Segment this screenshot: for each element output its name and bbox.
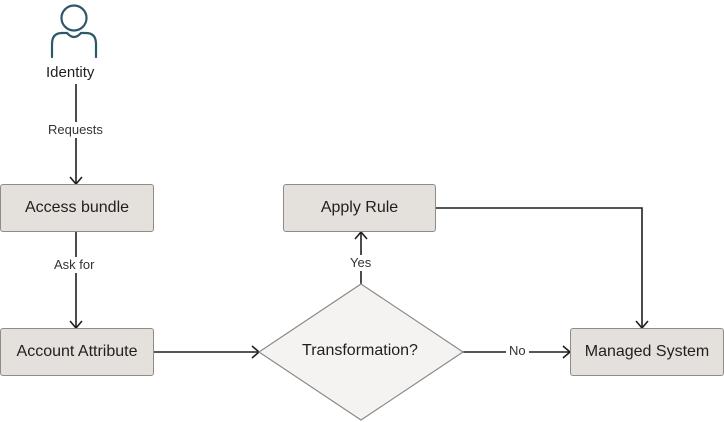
person-icon [50,4,98,59]
decision-diamond [257,283,465,421]
edge-label-yes: Yes [347,255,375,271]
node-managed-system: Managed System [570,328,724,376]
decision-label: Transformation? [302,342,418,359]
edge-apply-rule-to-managed-system [436,207,643,327]
edge-label-ask-for: Ask for [51,257,98,273]
edge-label-requests: Requests [45,122,106,138]
edge-label-no: No [506,343,529,359]
node-access-bundle: Access bundle [0,184,154,232]
actor-identity-label: Identity [46,64,95,81]
node-account-attribute: Account Attribute [0,328,154,376]
node-apply-rule: Apply Rule [283,184,436,232]
